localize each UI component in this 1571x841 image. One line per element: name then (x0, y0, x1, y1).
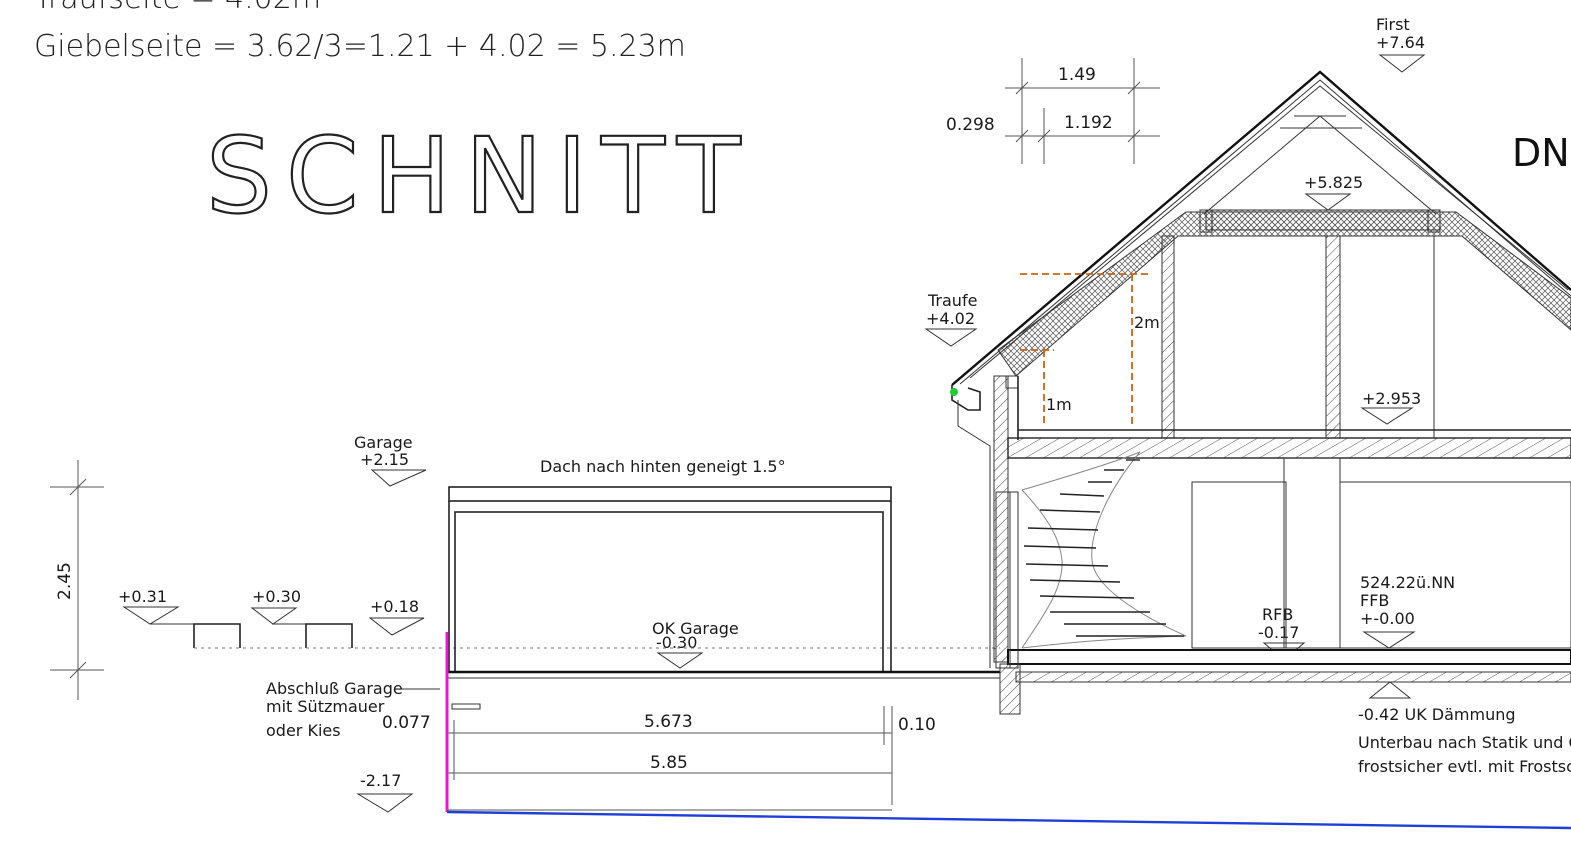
level-traufe-value: +4.02 (926, 309, 975, 328)
dim-2-45: 2.45 (55, 562, 75, 600)
level-garage-name: Garage (354, 433, 413, 452)
abschluss-line-1: Abschluß Garage (266, 679, 403, 698)
abschluss-line-2: mit Sützmauer (266, 697, 385, 716)
dim-0-298: 0.298 (946, 115, 995, 135)
level-ok-garage-name: OK Garage (652, 619, 739, 638)
drawing-title: SCHNITT (206, 115, 755, 237)
dim-5-673: 5.673 (644, 712, 693, 732)
level-attic-value: +5.825 (1304, 173, 1363, 192)
roof-overhang-dimensions (1005, 58, 1160, 164)
level-ground-2: +0.30 (252, 587, 301, 606)
head-height-1m: 1m (1046, 395, 1072, 414)
level-ffb-name: FFB (1360, 591, 1389, 610)
dim-1-192: 1.192 (1064, 113, 1113, 133)
blue-ground-line (446, 810, 1571, 830)
level-ok-garage-value: -0.30 (656, 633, 697, 652)
stair-treads (1023, 459, 1184, 637)
unterbau-line-1: Unterbau nach Statik und G (1358, 733, 1571, 752)
level-rfb-name: RFB (1262, 605, 1293, 624)
garage-roof-note: Dach nach hinten geneigt 1.5° (540, 457, 786, 476)
level-ffb-value: +-0.00 (1360, 609, 1415, 628)
header-line-2: Giebelseite = 3.62/3=1.21 + 4.02 = 5.23m (34, 29, 686, 64)
level-rfb-value: -0.17 (1258, 623, 1299, 642)
level-uk-daemmung: -0.42 UK Dämmung (1358, 705, 1516, 724)
garage (398, 486, 1000, 710)
header-line-1: Traufseite = 4.02m (34, 0, 321, 16)
level-first-name: First (1376, 15, 1410, 34)
gutter-marker (950, 388, 958, 396)
level-bottom-value: -2.17 (360, 771, 401, 790)
unterbau-line-2: frostsicher evtl. mit Frostsc (1358, 757, 1571, 776)
level-ground-1: +0.31 (118, 587, 167, 606)
abschluss-line-3: oder Kies (266, 721, 341, 740)
level-ground-3: +0.18 (370, 597, 419, 616)
dim-5-85: 5.85 (650, 753, 688, 773)
head-height-2m: 2m (1134, 313, 1160, 332)
level-garage-value: +2.15 (360, 450, 409, 469)
dim-1-49: 1.49 (1058, 65, 1096, 85)
level-traufe-name: Traufe (927, 291, 977, 310)
level-upper-floor-value: +2.953 (1362, 389, 1421, 408)
terrain-left (50, 460, 1000, 700)
roof-pitch-label: DN (1512, 131, 1570, 175)
level-ffb-nn: 524.22ü.NN (1360, 573, 1455, 592)
dim-0-10: 0.10 (898, 715, 936, 735)
level-first-value: +7.64 (1376, 33, 1425, 52)
house-section (950, 70, 1571, 715)
dim-0-077: 0.077 (382, 713, 431, 733)
level-markers (122, 54, 1426, 813)
